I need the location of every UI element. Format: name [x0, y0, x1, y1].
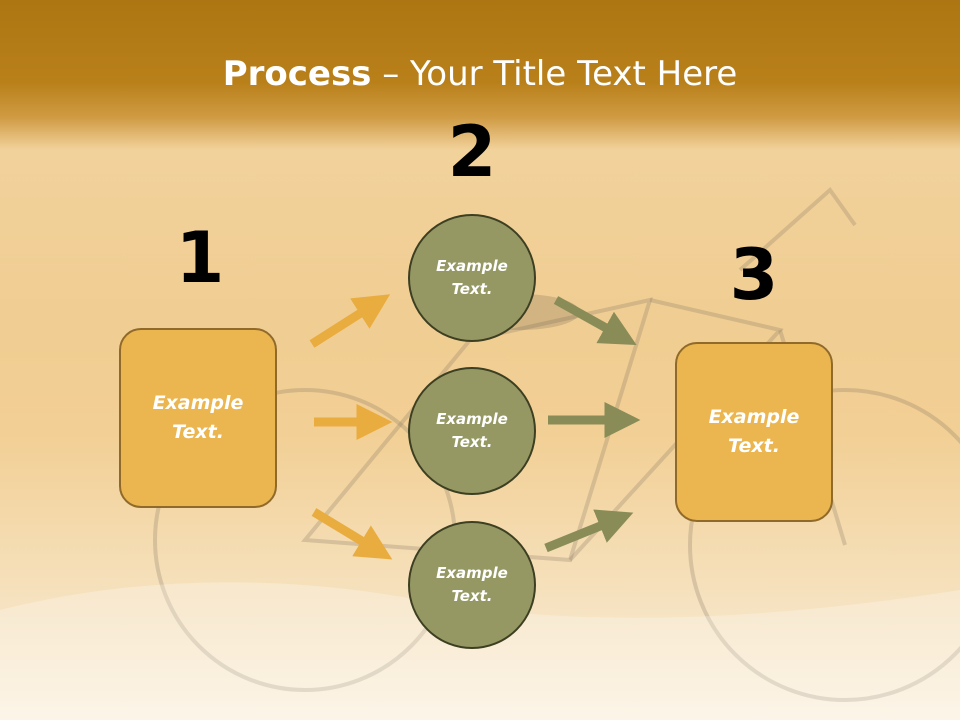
slide-title: Process – Your Title Text Here: [0, 50, 960, 98]
title-band: [0, 0, 960, 150]
step-2-circle-bottom: Example Text.: [408, 521, 536, 649]
step-2-circle-bottom-text: Example Text.: [436, 564, 508, 605]
title-bold: Process: [222, 54, 372, 94]
title-rest: – Your Title Text Here: [371, 54, 738, 94]
step-2-circle-top-text: Example Text.: [436, 257, 508, 298]
step-3-number: 3: [729, 234, 779, 316]
arrow-2-top-to-3: [553, 296, 637, 346]
arrow-2-bottom-to-3: [544, 509, 634, 553]
step-1-box: Example Text.: [119, 328, 277, 508]
step-1-text: Example Text.: [152, 392, 244, 443]
arrow-1-to-2-top: [309, 294, 391, 348]
arrow-1-to-2-bottom: [311, 508, 393, 560]
step-2-circle-middle-text: Example Text.: [436, 410, 508, 451]
step-3-box: Example Text.: [675, 342, 833, 522]
step-2-circle-middle: Example Text.: [408, 367, 536, 495]
step-2-number: 2: [447, 111, 497, 193]
step-3-text: Example Text.: [708, 406, 800, 457]
step-1-number: 1: [175, 217, 225, 299]
step-2-circle-top: Example Text.: [408, 214, 536, 342]
